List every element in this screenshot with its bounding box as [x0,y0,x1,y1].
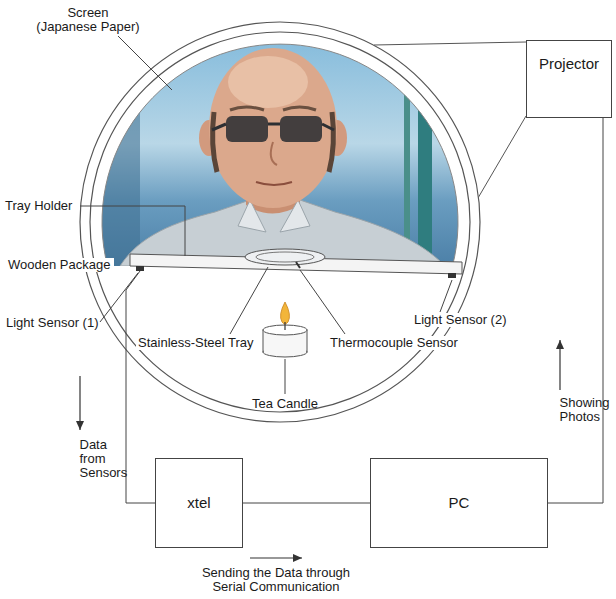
wooden-package [80,22,480,422]
thermocouple-sensor [296,262,300,268]
part-label: Tea Candle [250,397,321,411]
projector-box: Projector [526,40,612,118]
wooden-package-inner-ring [90,32,470,412]
tea-candle [284,322,285,330]
part-label: Wooden Package [6,258,114,272]
portrait-photo [329,112,333,172]
sensor-wire [126,271,155,503]
portrait-photo [268,123,280,126]
box-text: Projector [539,55,599,73]
light-sensor [448,273,456,278]
controller-box: xtel [155,458,243,548]
leader-line [118,36,172,90]
flow-label: Sending the Data through Serial Communic… [200,566,353,594]
portrait-photo [230,107,264,110]
part-label: Stainless-Steel Tray [136,336,257,350]
screen-outline [102,44,458,266]
portrait-photo [226,116,268,142]
flow-label: Data from Sensors [78,438,83,480]
portrait-photo [212,124,226,130]
box-text: PC [449,494,470,512]
flow-arrow [79,376,80,430]
part-label: Tray Holder [3,199,76,213]
connector-line [243,503,370,504]
flow-label: Showing Photos [558,396,563,424]
leader-line [300,270,345,334]
stainless-steel-tray-inner [256,252,314,262]
part-label: Thermocouple Sensor [328,336,461,350]
portrait-photo [418,40,432,270]
portrait-photo [283,107,316,110]
portrait-photo [256,182,292,185]
flow-arrow [250,557,302,558]
tea-candle [263,302,307,357]
projection-line [478,116,526,198]
light-sensor [136,266,144,271]
computer-box: PC [370,458,548,548]
portrait-photo [404,40,410,270]
connector-line [548,118,603,503]
portrait-photo [100,40,460,270]
portrait-photo [100,40,140,270]
part-label: Light Sensor (2) [412,313,510,327]
portrait-photo [322,124,334,130]
part-label: Light Sensor (1) [4,316,102,330]
part-label: Screen (Japanese Paper) [34,6,142,34]
projection-line [374,42,526,45]
portrait-photo [213,112,217,172]
portrait-photo [228,56,308,108]
flow-arrow [559,340,560,390]
portrait-photo [280,116,322,142]
portrait-photo [271,142,277,165]
leader-line [230,267,268,334]
stainless-steel-tray [245,249,325,265]
leader-line [100,273,138,322]
tea-candle [281,302,290,324]
box-text: xtel [187,494,210,512]
leader-line [80,206,185,256]
leader-line [440,280,452,312]
portrait-photo [209,48,337,208]
tea-candle [264,340,306,352]
portrait-photo [100,40,460,270]
leader-line [285,359,286,394]
flow-arrow [80,340,560,558]
